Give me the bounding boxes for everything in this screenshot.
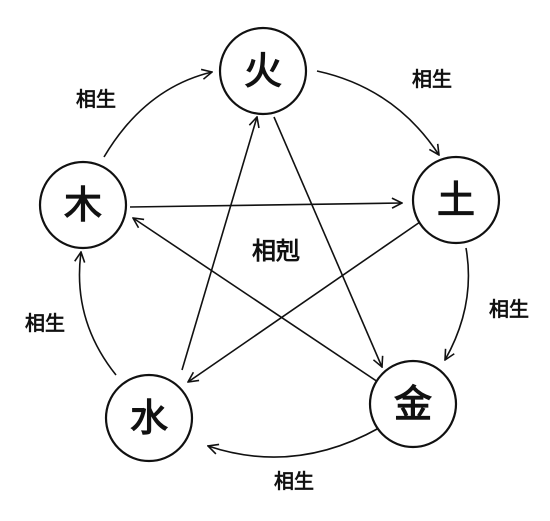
label-water-wood-generating: 相生 bbox=[25, 311, 65, 335]
node-water-label: 水 bbox=[130, 396, 169, 440]
label-earth-metal-generating: 相生 bbox=[489, 297, 529, 321]
label-metal-water-generating: 相生 bbox=[274, 469, 314, 493]
arrow-water-to-fire bbox=[181, 117, 257, 371]
node-earth: 土 bbox=[411, 155, 501, 245]
node-wood-circle bbox=[38, 160, 128, 250]
node-water: 水 bbox=[104, 373, 194, 463]
node-wood-label: 木 bbox=[64, 183, 102, 227]
label-wood-fire-generating: 相生 bbox=[76, 87, 116, 111]
generating-cycle bbox=[79, 70, 470, 458]
arrow-fire-to-earth bbox=[316, 70, 439, 155]
arrow-metal-to-wood bbox=[133, 218, 379, 383]
arrow-wood-to-fire bbox=[103, 72, 212, 158]
node-fire-circle bbox=[218, 26, 308, 116]
node-fire: 火 bbox=[218, 26, 308, 116]
node-wood: 木 bbox=[38, 160, 128, 250]
node-fire-label: 火 bbox=[244, 49, 282, 93]
label-overcoming-center: 相剋 bbox=[252, 237, 300, 265]
node-metal: 金 bbox=[368, 359, 458, 449]
node-metal-label: 金 bbox=[393, 382, 433, 426]
overcoming-star bbox=[129, 116, 421, 383]
node-earth-circle bbox=[411, 155, 501, 245]
arrow-metal-to-water bbox=[208, 427, 380, 458]
arrow-earth-to-water bbox=[188, 221, 421, 382]
label-fire-earth-generating: 相生 bbox=[412, 67, 452, 91]
node-water-circle bbox=[104, 373, 194, 463]
arrow-water-to-wood bbox=[79, 252, 117, 376]
node-metal-circle bbox=[368, 359, 458, 449]
node-earth-label: 土 bbox=[437, 178, 475, 222]
arrow-earth-to-metal bbox=[445, 247, 470, 360]
arrow-wood-to-earth bbox=[129, 203, 402, 207]
arrow-fire-to-metal bbox=[273, 116, 382, 367]
